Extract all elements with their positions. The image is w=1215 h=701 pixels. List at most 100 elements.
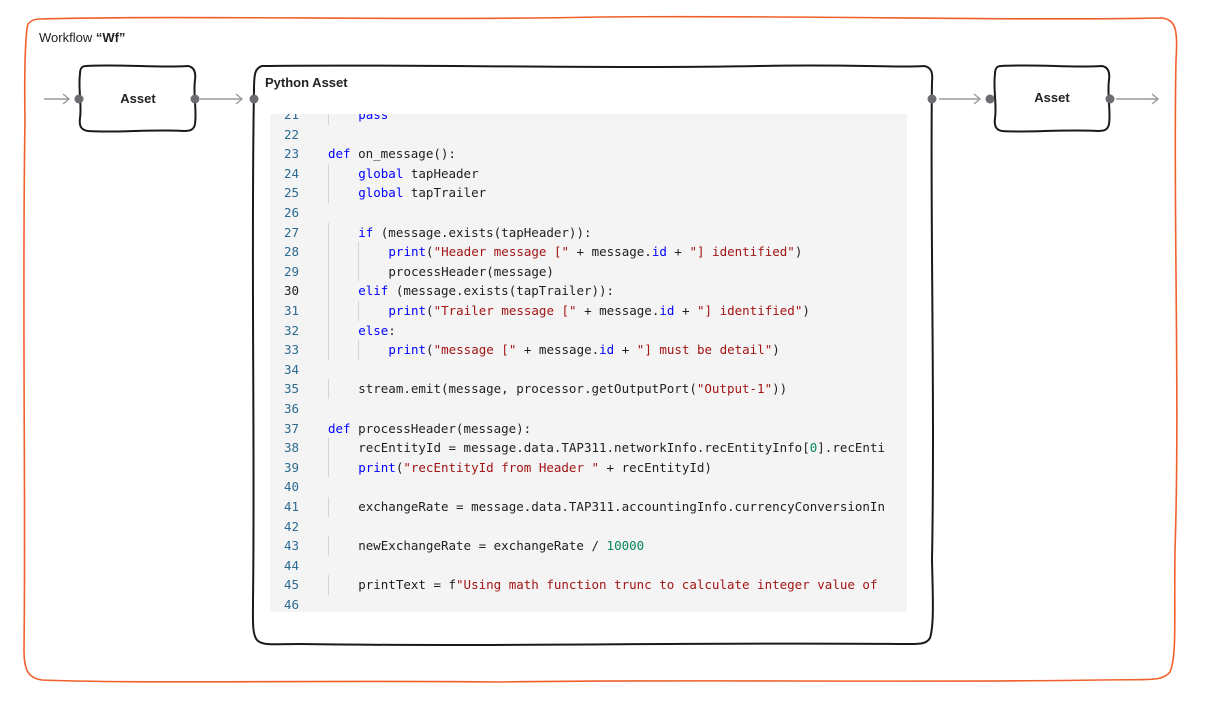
code-line[interactable]: 22 [270,125,907,145]
right-asset-input-port[interactable] [985,94,995,104]
indent-guide [358,261,360,282]
code-line[interactable]: 27 if (message.exists(tapHeader)): [270,222,907,243]
indent-guide [328,301,329,321]
code-token: )) [772,381,788,397]
code-line[interactable]: 40 [270,477,907,497]
indent-guide [328,438,329,458]
code-line[interactable]: 32 else: [270,320,907,341]
code-line[interactable]: 43 newExchangeRate = exchangeRate / 10000 [270,536,907,556]
code-keyword: if [358,224,374,240]
indent-guide [328,497,329,517]
code-line[interactable]: 25 global tapTrailer [270,183,907,203]
code-text: def processHeader(message): [328,419,531,439]
code-text: def on_message(): [328,144,456,164]
code-text: recEntityId = message.data.TAP311.networ… [358,438,885,458]
code-line[interactable]: 26 [270,203,907,223]
line-number: 32 [283,322,299,338]
indent-guide [328,379,329,399]
code-text: processHeader(message) [388,262,554,282]
code-keyword: print [388,303,427,318]
code-line[interactable]: 38 recEntityId = message.data.TAP311.netw… [270,438,907,458]
code-token: processHeader(message) [388,263,554,279]
code-text: printText = f"Using math function trunc … [358,575,877,595]
line-number: 30 [283,283,299,299]
left-asset-output-port[interactable] [190,94,200,104]
code-string: "] must be detail" [636,342,773,358]
code-keyword: elif [358,283,389,299]
code-text: print("recEntityId from Header " + recEn… [358,458,712,478]
code-line[interactable]: 34 [270,360,907,380]
code-line[interactable]: 30 elif (message.exists(tapTrailer)): [270,281,907,301]
line-number: 28 [283,244,299,260]
python-asset-input-port[interactable] [249,94,259,104]
code-text: newExchangeRate = exchangeRate / 10000 [358,536,644,556]
right-asset-node-border[interactable] [993,64,1111,133]
code-keyword: else [358,322,389,338]
code-line[interactable]: 36 [270,399,907,419]
code-text: global tapHeader [358,164,478,184]
line-number: 35 [283,381,299,397]
code-line[interactable]: 46 [270,595,907,612]
indent-guide [328,320,329,341]
line-number: 21 [283,114,299,122]
code-line[interactable]: 42 [270,517,907,537]
code-token: printText = f [358,577,457,593]
code-token: + [674,303,697,318]
code-token: (message.exists(tapTrailer)): [388,283,615,299]
code-token: (message.exists(tapHeader)): [373,224,592,240]
code-token: ( [426,303,434,318]
workflow-name: “Wf” [95,30,126,45]
indent-guide [328,457,329,478]
line-number: 40 [283,479,299,495]
code-keyword: print [388,244,427,260]
code-token: : [388,322,396,338]
code-text: global tapTrailer [358,183,486,203]
line-number: 25 [283,185,299,201]
code-token: + recEntityId) [599,459,712,475]
indent-guide [328,261,329,282]
line-number: 38 [283,440,299,456]
code-string: "Using math function trunc to calculate … [456,577,878,593]
code-token: + message. [569,244,652,260]
code-text: print("Trailer message [" + message.id +… [388,301,810,321]
code-keyword: global [358,185,404,201]
code-token: processHeader(message): [350,420,532,436]
indent-guide [328,114,329,125]
indent-guide [328,281,329,301]
code-token: ) [772,342,780,358]
arrowhead-python-to-right [973,93,982,105]
left-asset-node-border[interactable] [78,64,197,133]
python-asset-output-port[interactable] [927,94,937,104]
code-token: + message. [576,303,660,318]
left-asset-label[interactable]: Asset [120,91,156,106]
code-token: ( [426,342,434,358]
line-number: 27 [283,224,299,240]
code-keyword: print [388,342,427,358]
line-number: 43 [283,538,299,554]
code-token: + [614,342,637,358]
code-token: + message. [516,342,600,358]
right-asset-output-port[interactable] [1105,94,1115,104]
indent-guide [328,575,329,595]
workflow-label-prefix: Workflow [39,30,96,45]
code-token: on_message(): [350,146,456,162]
right-asset-label[interactable]: Asset [1034,90,1070,105]
left-asset-input-port[interactable] [74,94,84,104]
python-asset-title[interactable]: Python Asset [265,75,348,90]
code-text: print("message [" + message.id + "] must… [388,340,779,360]
code-line[interactable]: 44 [270,556,907,576]
code-keyword: def [328,146,351,162]
